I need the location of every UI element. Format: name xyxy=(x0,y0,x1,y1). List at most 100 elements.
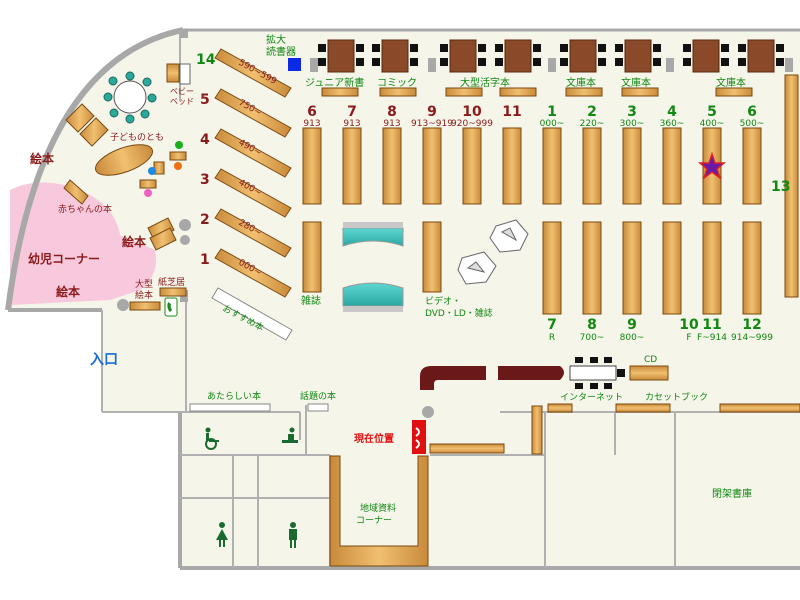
vertical-shelf xyxy=(542,221,562,315)
label-akachan: 赤ちゃんの本 xyxy=(58,203,112,215)
shelf-number: 12 xyxy=(742,317,761,333)
text-labels: 拡大読書器 ジュニア新書 コミック 大型活字本 文庫本 文庫本 文庫本 ベビーベ… xyxy=(28,33,790,526)
shelf-number: 8 xyxy=(587,317,597,333)
shelf-code: 914~999 xyxy=(731,333,773,343)
internet-tables xyxy=(569,365,617,381)
reading-desk xyxy=(738,39,784,73)
magnifier-icon xyxy=(288,58,301,71)
vertical-shelf xyxy=(422,127,442,205)
shelf-number: 9 xyxy=(627,317,637,333)
water-feature-1 xyxy=(342,227,404,247)
shelf-code: 000~ xyxy=(540,119,565,129)
diagonal-shelf-number: 14 xyxy=(196,52,216,68)
shelf-number: 8 xyxy=(387,104,397,120)
vertical-shelf xyxy=(582,221,602,315)
star-marker xyxy=(697,151,727,181)
diagonal-shelf-number: 2 xyxy=(200,212,210,228)
shelf-13 xyxy=(784,74,799,298)
shelf-number: 7 xyxy=(547,317,557,333)
round-table xyxy=(113,80,147,114)
shelf-code: 913~919 xyxy=(411,119,453,129)
label-kaika: 閉架書庫 xyxy=(712,487,752,500)
label-large-print: 大型活字本 xyxy=(460,76,510,89)
reading-desk xyxy=(440,39,486,73)
vertical-shelves xyxy=(302,127,762,315)
shelf-number: 4 xyxy=(667,104,677,120)
vertical-shelf xyxy=(582,127,602,205)
reading-desk xyxy=(372,39,418,73)
current-position-marker xyxy=(412,420,426,454)
vertical-shelf xyxy=(302,127,322,205)
male-restroom-icon xyxy=(289,522,297,548)
shelf-code: 913 xyxy=(343,119,360,129)
reading-desks xyxy=(318,39,784,73)
shelf-code: 700~ xyxy=(580,333,605,343)
shelf-code: 920~999 xyxy=(451,119,493,129)
label-bunko-3: 文庫本 xyxy=(716,76,746,89)
label-internet: インターネット xyxy=(560,392,623,403)
shelf-number: 11 xyxy=(702,317,721,333)
floor-main xyxy=(180,30,800,570)
shelf-number: 2 xyxy=(587,104,597,120)
reading-desk xyxy=(318,39,364,73)
reading-desk xyxy=(560,39,606,73)
shelf-code: 800~ xyxy=(620,333,645,343)
shelf-code: F~914 xyxy=(697,333,727,343)
shelf-code: F xyxy=(686,333,691,343)
label-shelf-13: 13 xyxy=(771,179,790,195)
vertical-shelf xyxy=(302,221,322,293)
osusume-shelf xyxy=(211,287,293,341)
vertical-shelf xyxy=(622,127,642,205)
shelf-number: 9 xyxy=(427,104,437,120)
label-entrance: 入口 xyxy=(90,352,118,368)
wheelchair-icon xyxy=(205,427,219,450)
label-wadai: 話題の本 xyxy=(300,390,336,402)
shelf-code: 360~ xyxy=(660,119,685,129)
shelf-number: 6 xyxy=(747,104,757,120)
label-ehon-1: 絵本 xyxy=(30,151,54,166)
label-cd: CD xyxy=(644,355,657,365)
shelf-code: 913 xyxy=(383,119,400,129)
vertical-shelf xyxy=(702,221,722,315)
video-tables xyxy=(457,219,529,285)
label-kodomo: 子どものとも xyxy=(110,132,164,143)
vertical-shelf xyxy=(462,127,482,205)
shelf-number: 1 xyxy=(547,104,557,120)
counter-left xyxy=(420,366,486,390)
kodomo-table xyxy=(95,144,153,176)
shelf-number: 11 xyxy=(502,104,521,120)
label-cassette: カセットブック xyxy=(645,391,708,403)
vertical-shelf xyxy=(742,127,762,205)
female-restroom-icon xyxy=(216,522,228,547)
label-baby-bed: ベビーベッド xyxy=(170,87,194,106)
vertical-shelf xyxy=(422,221,442,293)
vertical-shelf xyxy=(662,127,682,205)
diagonal-shelf-number: 4 xyxy=(200,132,210,148)
lower-shelves xyxy=(189,403,800,455)
shelf-code: 300~ xyxy=(620,119,645,129)
label-chiiki: 地域資料コーナー xyxy=(356,502,396,526)
reading-desk xyxy=(615,39,661,73)
label-video: ビデオ・DVD・LD・雑誌 xyxy=(425,295,493,319)
shelf-number: 5 xyxy=(707,104,717,120)
shelf-code: 220~ xyxy=(580,119,605,129)
label-ehon-2: 絵本 xyxy=(122,234,146,249)
shelf-number: 3 xyxy=(627,104,637,120)
vertical-shelf xyxy=(502,127,522,205)
vertical-shelf xyxy=(382,127,402,205)
label-enlarge-reader: 拡大読書器 xyxy=(266,33,296,58)
picture-book-racks xyxy=(63,103,187,311)
label-genzai: 現在位置 xyxy=(354,432,394,445)
shelf-number: 7 xyxy=(347,104,357,120)
chairs xyxy=(103,71,157,124)
label-bunko-1: 文庫本 xyxy=(566,76,596,89)
water-feature-2 xyxy=(342,282,404,307)
shelf-number: 6 xyxy=(307,104,317,120)
shelf-number: 10 xyxy=(679,317,699,333)
shelf-code: 400~ xyxy=(700,119,725,129)
diagonal-shelf-number: 1 xyxy=(200,252,210,268)
reading-desk xyxy=(683,39,729,73)
